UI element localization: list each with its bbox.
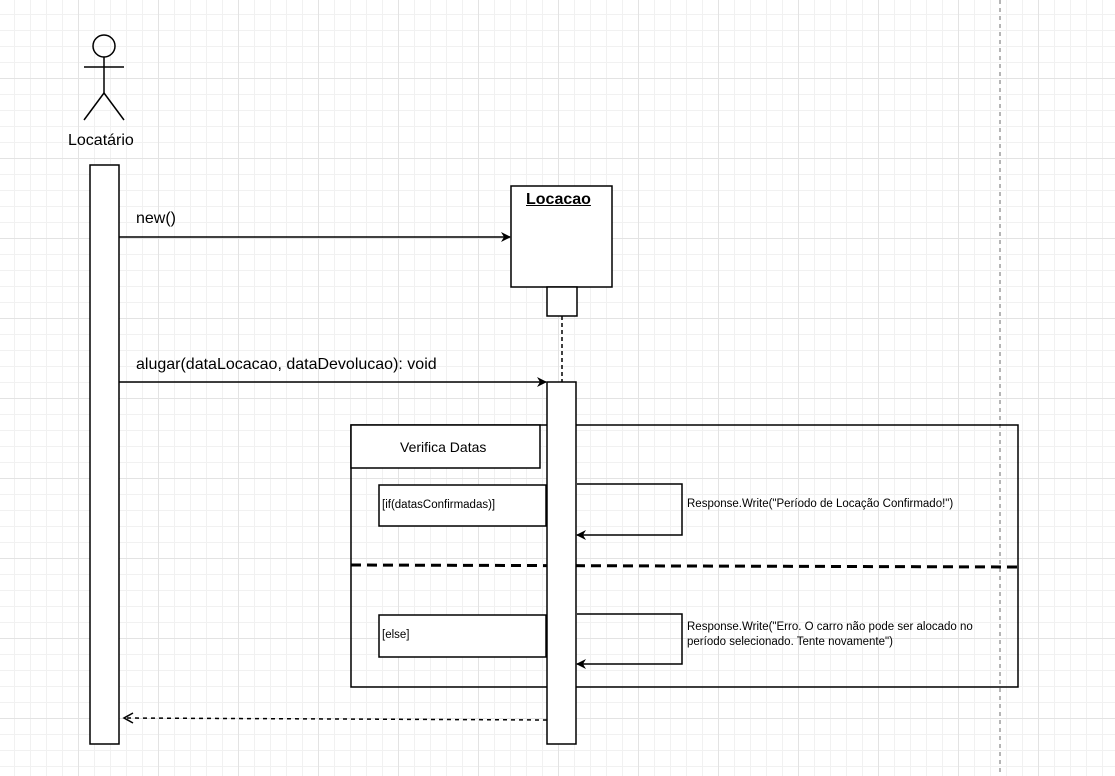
response-else-line1: Response.Write("Erro. O carro não pode s…	[687, 621, 973, 633]
guard-if-box	[378, 484, 547, 527]
create-message-label: new()	[136, 210, 177, 227]
object-lifeline-head	[546, 286, 578, 317]
self-message-if[interactable]	[576, 483, 683, 540]
fragment-separator	[350, 563, 1019, 569]
fragment-label: Verifica Datas	[400, 439, 487, 455]
guard-else-box	[378, 614, 547, 658]
actor-label: Locatário	[68, 132, 134, 149]
return-message-arrow[interactable]	[123, 717, 548, 721]
fragment-frame[interactable]	[350, 424, 1019, 688]
response-if-label: Response.Write("Período de Locação Confi…	[687, 498, 954, 510]
return-arrowhead	[122, 712, 134, 724]
object-title: Locacao	[526, 191, 591, 208]
fragment-label-box	[350, 424, 541, 469]
self-message-else[interactable]	[576, 613, 683, 669]
guard-if-label: [if(datasConfirmadas)]	[382, 499, 496, 511]
response-else-line2: período selecionado. Tente novamente")	[687, 636, 893, 648]
object-box[interactable]	[510, 185, 613, 288]
guard-else-label: [else]	[382, 629, 410, 641]
actor-icon[interactable]	[83, 34, 125, 121]
call-message-label: alugar(dataLocacao, dataDevolucao): void	[136, 356, 437, 373]
actor-activation-bar[interactable]	[89, 164, 120, 745]
object-activation-bar[interactable]	[546, 381, 577, 745]
